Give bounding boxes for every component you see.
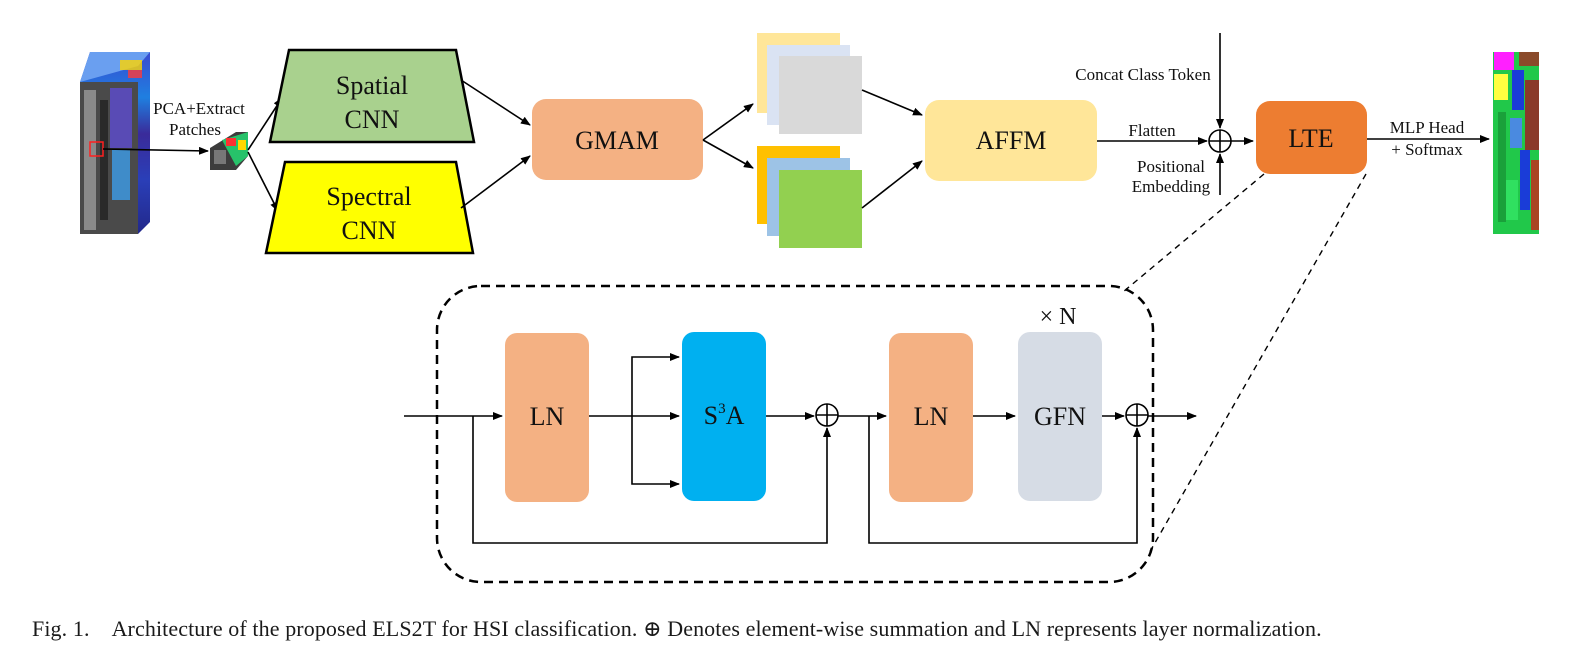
caption-text: Architecture of the proposed ELS2T for H… xyxy=(111,616,1322,641)
affm-block xyxy=(925,100,1097,181)
hsi-input-cube-image xyxy=(80,52,150,234)
flatten-label: Flatten xyxy=(1128,121,1176,140)
mlp-head-label: MLP Head xyxy=(1390,118,1465,137)
residual-sum-node-1 xyxy=(815,403,839,427)
arrow-to-patch xyxy=(102,146,209,155)
gfn-label: GFN xyxy=(1034,402,1086,431)
arrow-spectral-to-gmam xyxy=(460,155,531,209)
classification-map-image xyxy=(1493,52,1539,234)
gfn-block xyxy=(1018,332,1102,501)
s3a-label: S3A xyxy=(704,401,745,430)
architecture-diagram: PCA+Extract Patches Spatial CNN Spectral… xyxy=(80,33,1539,584)
affm-label: AFFM xyxy=(976,126,1047,155)
top-summation-node xyxy=(1208,129,1232,153)
spectral-cnn-label: CNN xyxy=(342,216,397,245)
arrow-ln1-to-s3a-bottom xyxy=(631,416,680,488)
bottom-feature-maps xyxy=(757,146,862,248)
arrow-gmam-to-bottom-features xyxy=(702,139,754,169)
softmax-label: + Softmax xyxy=(1391,140,1463,159)
ln2-label: LN xyxy=(914,402,949,431)
ln1-block xyxy=(505,333,589,502)
lte-block xyxy=(1256,101,1367,174)
gmam-block xyxy=(532,99,703,180)
spatial-label: Spatial xyxy=(336,71,408,100)
spatial-cnn-block xyxy=(268,48,476,144)
spectral-cnn-block xyxy=(264,160,475,255)
ln1-label: LN xyxy=(530,402,565,431)
residual-sum-node-2 xyxy=(1125,403,1149,427)
residual-connection-1 xyxy=(472,416,831,544)
spatial-cnn-label: CNN xyxy=(345,105,400,134)
patches-label: Patches xyxy=(169,120,221,139)
top-feature-maps xyxy=(757,33,862,134)
residual-connection-2 xyxy=(868,416,1141,544)
embedding-label: Embedding xyxy=(1132,177,1211,196)
zoom-connector-left xyxy=(1122,173,1265,293)
ln2-block xyxy=(889,333,973,502)
lte-label: LTE xyxy=(1288,124,1333,153)
repeat-n-label: × N xyxy=(1040,304,1077,330)
zoom-connector-right xyxy=(1147,173,1367,556)
positional-label: Positional xyxy=(1137,157,1205,176)
figure-caption: Fig. 1. Architecture of the proposed ELS2… xyxy=(32,616,1552,642)
arrow-ln1-to-s3a-top xyxy=(631,353,680,416)
arrow-top-features-to-affm xyxy=(861,89,923,116)
lte-detail-box xyxy=(435,284,1155,584)
gmam-label: GMAM xyxy=(575,126,659,155)
patch-cube-image xyxy=(210,132,248,170)
arrow-gmam-to-top-features xyxy=(702,103,754,141)
figure-number: Fig. 1. xyxy=(32,616,90,641)
pca-extract-label: PCA+Extract xyxy=(153,99,245,118)
arrow-bottom-features-to-affm xyxy=(861,160,923,209)
arrow-spatial-to-gmam xyxy=(460,79,531,126)
s3a-block xyxy=(682,332,766,501)
arrow-to-spectral xyxy=(247,151,279,212)
concat-class-token-label: Concat Class Token xyxy=(1075,65,1211,84)
spectral-label: Spectral xyxy=(326,182,411,211)
